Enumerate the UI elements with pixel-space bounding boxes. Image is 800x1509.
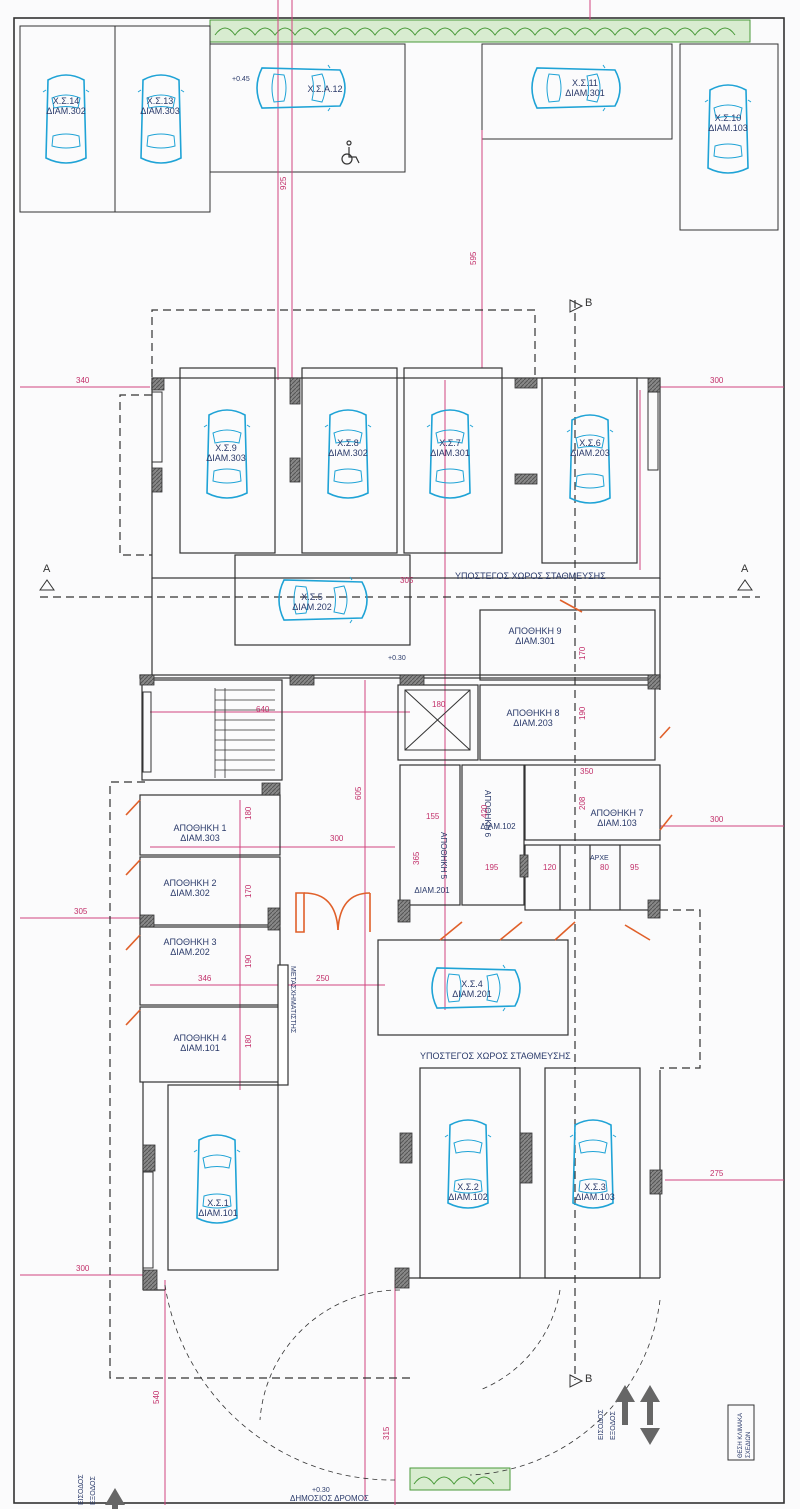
site-boundary (13, 17, 785, 1504)
wheelchair-icon (341, 140, 360, 165)
entry-exit-arrows (105, 1385, 660, 1509)
hedge-bottom (409, 1467, 511, 1491)
title-block (727, 1404, 755, 1461)
parking-cars (42, 64, 752, 1224)
